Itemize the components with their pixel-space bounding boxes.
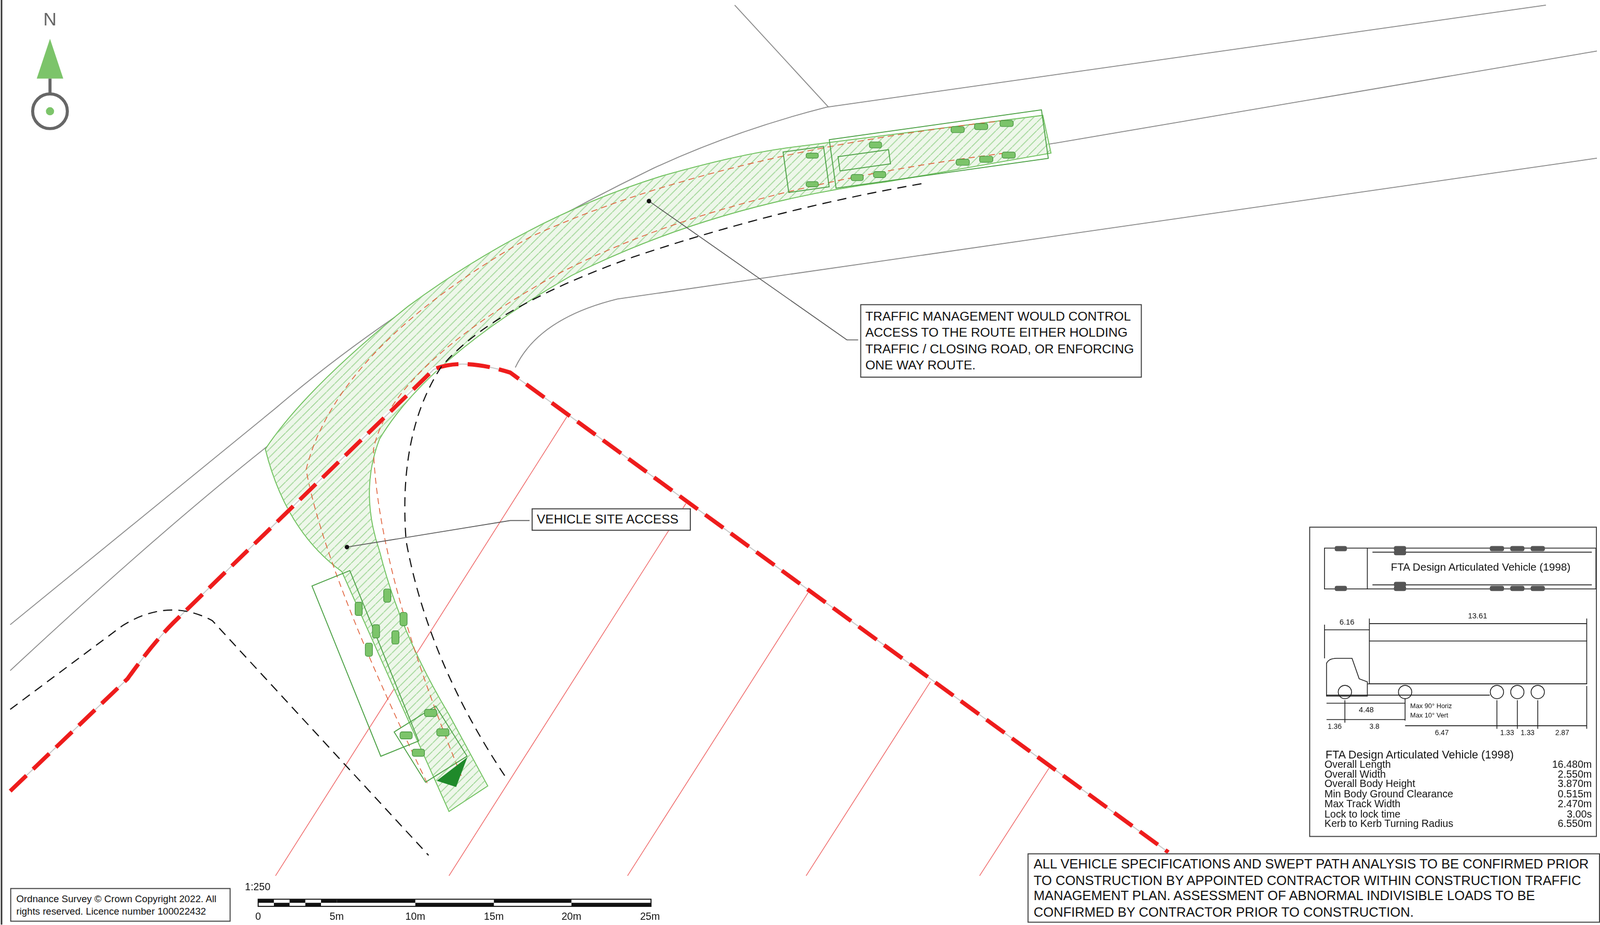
vehicle-title: FTA Design Articulated Vehicle (1998) — [1390, 561, 1571, 573]
spec-value: 6.550m — [1557, 818, 1593, 829]
scale-tick: 15m — [483, 911, 504, 922]
spec-name: Max Track Width — [1324, 798, 1401, 810]
spec-value: 3.00s — [1566, 808, 1592, 819]
callout-box: VEHICLE SITE ACCESS — [531, 508, 691, 531]
callout-text: TRAFFIC MANAGEMENT WOULD CONTROL ACCESS … — [865, 308, 1137, 374]
copyright-box: Ordnance Survey © Crown Copyright 2022. … — [10, 887, 231, 922]
spec-value: 3.870m — [1557, 778, 1593, 790]
dimension: 13.61 — [1467, 611, 1487, 620]
spec-name: Overall Width — [1324, 769, 1386, 780]
scale-tick: 10m — [405, 911, 426, 922]
scale-tick: 0 — [255, 911, 261, 922]
dimension: 1.33 — [1500, 728, 1515, 736]
dimension: Max 10° Vert — [1410, 712, 1449, 719]
dimension: 3.8 — [1369, 722, 1380, 730]
spec-name: Lock to lock time — [1324, 808, 1401, 819]
callout-text: ALL VEHICLE SPECIFICATIONS AND SWEPT PAT… — [1033, 856, 1594, 920]
spec-value: 0.515m — [1557, 788, 1593, 800]
north-label: N — [43, 10, 58, 29]
dimension: 2.87 — [1555, 728, 1570, 736]
spec-name: Kerb to Kerb Turning Radius — [1324, 818, 1454, 829]
dimension: 1.36 — [1327, 722, 1342, 730]
dimension: 6.16 — [1339, 618, 1355, 626]
dimension: 4.48 — [1358, 705, 1374, 714]
scale-tick: 25m — [640, 911, 660, 922]
scale-tick: 20m — [561, 911, 582, 922]
dimension: Max 90° Horiz — [1410, 703, 1452, 711]
spec-name: Overall Body Height — [1324, 778, 1416, 790]
spec-name: Overall Length — [1324, 759, 1391, 770]
spec-heading: FTA Design Articulated Vehicle (1998) — [1325, 748, 1514, 761]
callout-text: Ordnance Survey © Crown Copyright 2022. … — [16, 893, 225, 917]
spec-name: Min Body Ground Clearance — [1324, 788, 1454, 800]
callout-text: VEHICLE SITE ACCESS — [536, 511, 686, 528]
dimension: 6.47 — [1435, 728, 1450, 736]
scale-ratio: 1:250 — [244, 881, 271, 893]
spec-value: 16.480m — [1552, 759, 1593, 770]
note-box: ALL VEHICLE SPECIFICATIONS AND SWEPT PAT… — [1027, 853, 1600, 923]
spec-value: 2.470m — [1557, 798, 1593, 810]
spec-value: 2.550m — [1557, 769, 1593, 780]
callout-box: TRAFFIC MANAGEMENT WOULD CONTROL ACCESS … — [860, 303, 1143, 378]
dimension: 1.33 — [1520, 728, 1535, 736]
scale-tick: 5m — [329, 911, 344, 922]
